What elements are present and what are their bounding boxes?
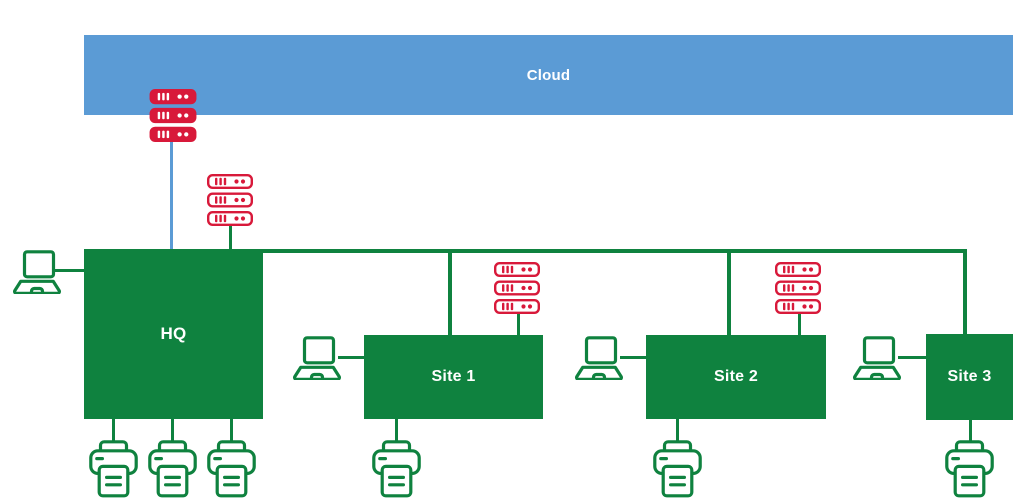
site-2-label: Site 2 — [714, 368, 758, 385]
hq-rack-link-line — [229, 226, 232, 250]
hq-box: HQ — [84, 249, 263, 419]
hq-printer-3-icon — [207, 440, 256, 498]
lan-bus-line — [263, 249, 967, 253]
site-3-printer-link-line — [969, 420, 972, 442]
site-1-laptop-icon — [291, 336, 343, 380]
hq-printer-2-icon — [148, 440, 197, 498]
hq-laptop-link-line — [55, 269, 84, 272]
hq-rack-server-icon — [206, 174, 254, 226]
cloud-hq-link-line — [170, 141, 173, 250]
site-1-laptop-link-line — [338, 356, 364, 359]
cloud-bar: Cloud — [84, 35, 1013, 115]
site-2-drop-line — [727, 253, 731, 335]
hq-printer-2-link-line — [171, 419, 174, 442]
site-1-printer-icon — [372, 440, 421, 498]
lan-bus-corner-line — [963, 249, 967, 335]
site-3-label: Site 3 — [947, 368, 992, 385]
site-3-printer-icon — [945, 440, 994, 498]
site-2-laptop-icon — [573, 336, 625, 380]
site-2-rack-server-icon — [774, 262, 822, 314]
site-3-laptop-icon — [851, 336, 903, 380]
site-1-drop-line — [448, 253, 452, 335]
site-1-rack-server-icon — [493, 262, 541, 314]
site-2-rack-link-line — [798, 312, 801, 335]
hq-printer-1-link-line — [112, 419, 115, 442]
site-3-box: Site 3 — [926, 334, 1013, 420]
site-3-laptop-link-line — [898, 356, 926, 359]
site-1-box: Site 1 — [364, 335, 543, 419]
site-2-printer-icon — [653, 440, 702, 498]
hq-laptop-icon — [11, 250, 63, 294]
site-1-printer-link-line — [395, 419, 398, 442]
site-2-printer-link-line — [676, 419, 679, 442]
cloud-label: Cloud — [526, 66, 571, 84]
site-1-rack-link-line — [517, 312, 520, 335]
hq-printer-1-icon — [89, 440, 138, 498]
site-2-box: Site 2 — [646, 335, 826, 419]
cloud-rack-server-icon — [148, 89, 198, 142]
hq-label: HQ — [160, 324, 187, 343]
site-2-laptop-link-line — [620, 356, 646, 359]
hq-printer-3-link-line — [230, 419, 233, 442]
site-1-label: Site 1 — [431, 368, 476, 385]
